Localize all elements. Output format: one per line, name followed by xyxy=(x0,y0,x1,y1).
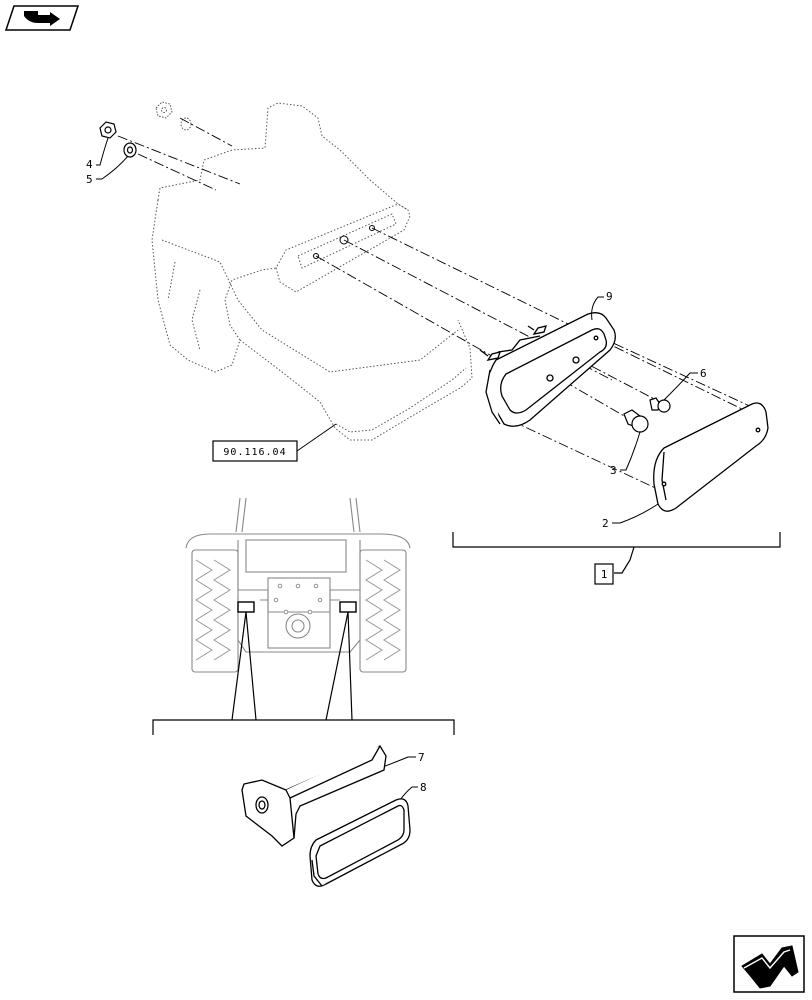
prev-page-arrow-icon[interactable] xyxy=(4,5,80,31)
reference-leader xyxy=(296,423,337,452)
callout-2: 2 xyxy=(602,517,609,530)
washer xyxy=(123,142,137,158)
callout-9: 9 xyxy=(606,290,613,303)
callout-3: 3 xyxy=(610,464,617,477)
hitch-bolts xyxy=(273,583,323,615)
assembly-box-label: 1 xyxy=(601,568,608,581)
nut-dotted xyxy=(155,101,192,131)
lamp-lens xyxy=(653,402,769,512)
callout-leaders xyxy=(96,137,698,801)
reflector xyxy=(309,798,411,887)
alignment-lines xyxy=(117,117,755,493)
callout-7: 7 xyxy=(418,751,425,764)
callout-5: 5 xyxy=(86,173,93,186)
tire-treads xyxy=(195,559,401,661)
fender-outline xyxy=(151,102,473,441)
callout-4: 4 xyxy=(86,158,93,171)
location-bracket xyxy=(152,611,455,735)
reflector-locations xyxy=(237,601,357,613)
assembly-box[interactable]: 1 xyxy=(594,563,614,585)
next-page-arrow-icon[interactable] xyxy=(733,935,805,993)
bulb-large xyxy=(623,409,649,433)
reference-box-label: 90.116.04 xyxy=(223,447,286,458)
nut xyxy=(99,121,117,139)
assembly-bracket xyxy=(452,532,781,574)
callout-6: 6 xyxy=(700,367,707,380)
reflector-bracket xyxy=(241,745,387,847)
fender-mount-holes xyxy=(313,225,375,259)
callout-8: 8 xyxy=(420,781,427,794)
bulb-small xyxy=(649,397,671,413)
lamp-housing xyxy=(479,312,616,427)
reference-box[interactable]: 90.116.04 xyxy=(212,440,298,462)
